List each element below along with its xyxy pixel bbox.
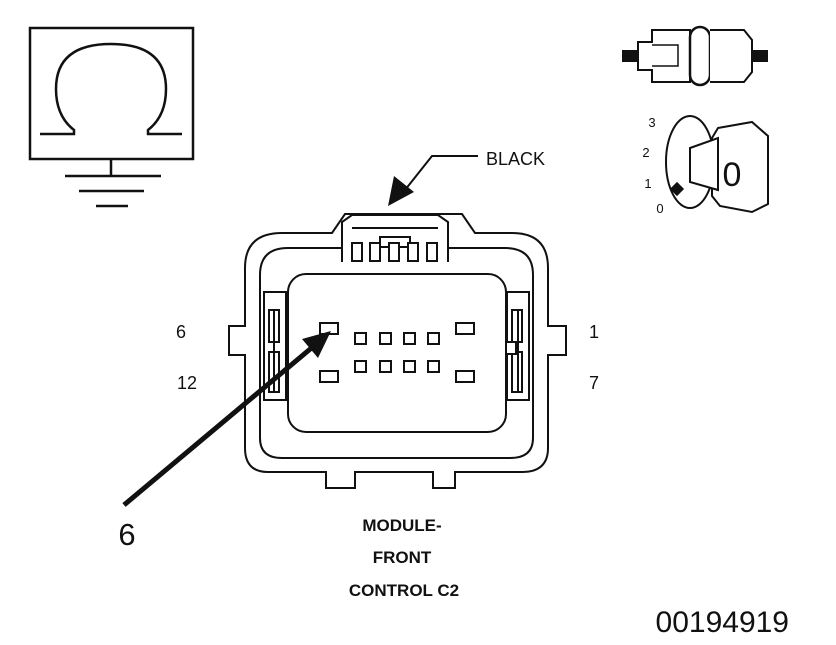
- key-label: 0: [723, 156, 742, 194]
- figure-id: 00194919: [656, 606, 789, 639]
- callout-arrowhead: [302, 331, 331, 358]
- connector-name-line-1: MODULE-: [362, 516, 441, 535]
- pin-7: [455, 370, 475, 383]
- callout-arrow-line: [122, 343, 317, 507]
- pin-label-12: 12: [177, 373, 197, 393]
- connector-body: [228, 213, 567, 489]
- pin-4: [379, 332, 392, 345]
- connector-name-line-2: FRONT: [373, 548, 432, 567]
- pin-10: [379, 360, 392, 373]
- ignition-switch-icon: [622, 25, 769, 214]
- key-position-3: 3: [648, 115, 655, 130]
- pin-9: [403, 360, 416, 373]
- pin-label-7: 7: [589, 373, 599, 393]
- key-position-1: 1: [644, 176, 651, 191]
- color-label: BLACK: [486, 149, 545, 169]
- pin-label-6: 6: [176, 322, 186, 342]
- pin-label-1: 1: [589, 322, 599, 342]
- pin-2: [427, 332, 440, 345]
- key-position-2: 2: [642, 145, 649, 160]
- pin-8: [427, 360, 440, 373]
- color-leader-line: [404, 155, 478, 191]
- callout-pin-number: 6: [118, 517, 135, 552]
- pin-5: [354, 332, 367, 345]
- pin-12: [319, 370, 339, 383]
- pin-cavities: [319, 322, 475, 383]
- ground-omega-icon: [28, 26, 195, 208]
- color-leader-arrowhead: [388, 176, 414, 206]
- pin-11: [354, 360, 367, 373]
- pin-3: [403, 332, 416, 345]
- connector-name-line-3: CONTROL C2: [349, 581, 459, 600]
- pin-1: [455, 322, 475, 335]
- key-position-0: 0: [656, 201, 663, 216]
